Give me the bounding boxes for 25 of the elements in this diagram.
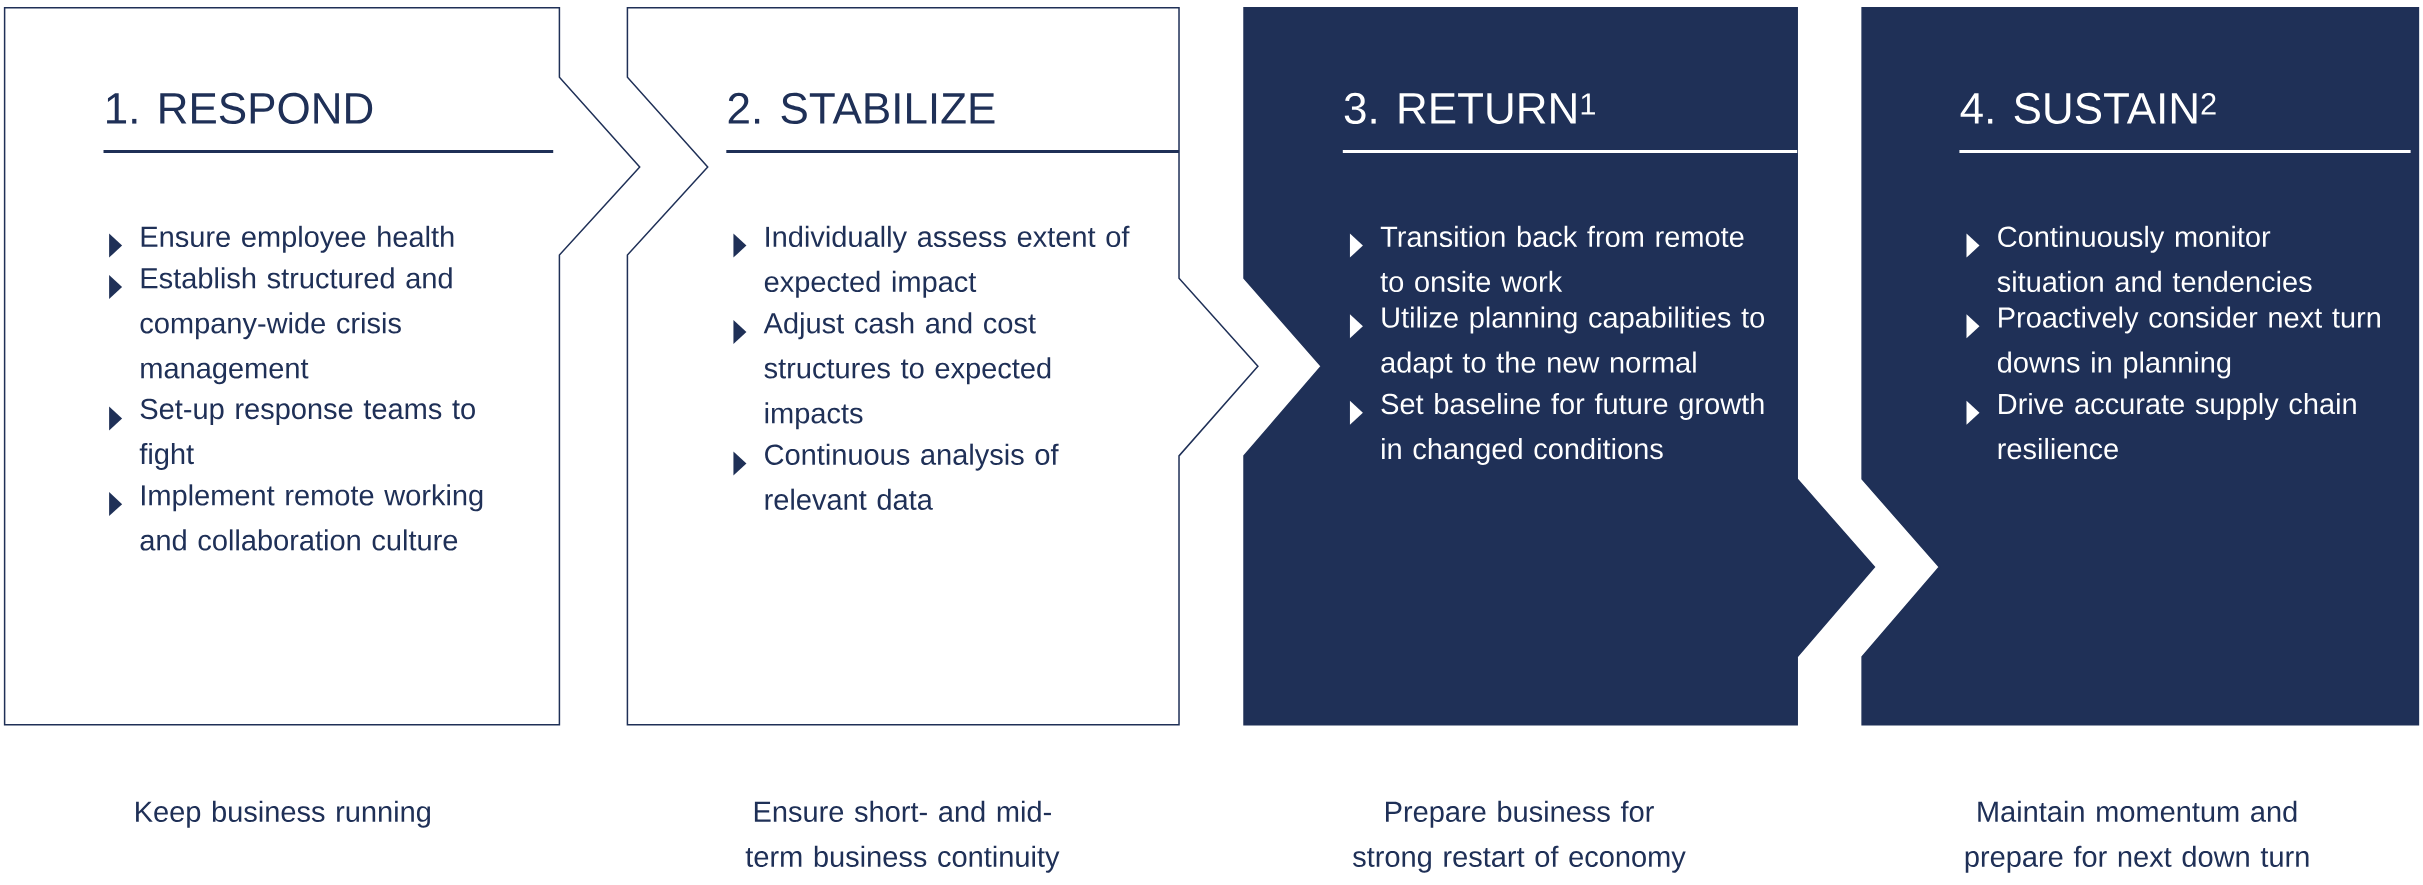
bullet-item: Implement remote working and collaboration culture bbox=[109, 484, 483, 551]
bullet-item: Ensure employee health bbox=[109, 225, 454, 258]
node-label: Keep business running bbox=[136, 800, 430, 828]
heading: 4. SUSTAIN$^{2}$ bbox=[1960, 92, 2216, 124]
chevron-panel bbox=[3, 6, 641, 726]
bullet-item: Set baseline for future growth in changed conditions bbox=[1349, 392, 1764, 465]
node-label: Maintain momentum and prepare for next down turn bbox=[1965, 800, 2309, 873]
chevron-panel bbox=[1861, 6, 2420, 726]
chevron-panel bbox=[1243, 6, 1876, 726]
bullet-item: Continuously monitor situation and tendencies bbox=[1966, 225, 2312, 293]
bullet-item: Adjust cash and cost structures to expected impacts bbox=[733, 312, 1051, 430]
bullet-item: Drive accurate supply chain resilience bbox=[1966, 392, 2356, 460]
bullet-item: Utilize planning capabilities to adapt to the new normal bbox=[1349, 306, 1765, 379]
chevron-panel bbox=[626, 6, 1259, 726]
bullet-item: Continuous analysis of relevant data bbox=[733, 443, 1059, 510]
bullet-item: Transition back from remote to onsite work bbox=[1349, 225, 1744, 293]
node-label: Ensure short- and mid-term business continuity bbox=[745, 800, 1060, 873]
heading: 2. STABILIZE bbox=[728, 92, 995, 124]
node-label: Prepare business for strong restart of economy bbox=[1353, 800, 1686, 873]
bullet-item: Set-up response teams to fight bbox=[109, 398, 475, 470]
bullet-item: Establish structured and company-wide crisis management bbox=[109, 267, 452, 385]
bullet-item: Individually assess extent of expected impact bbox=[733, 225, 1130, 298]
heading: 3. RETURN$^{1}$ bbox=[1344, 92, 1595, 124]
bullet-item: Proactively consider next turn downs in planning bbox=[1966, 306, 2380, 379]
heading: 1. RESPOND bbox=[107, 92, 373, 124]
